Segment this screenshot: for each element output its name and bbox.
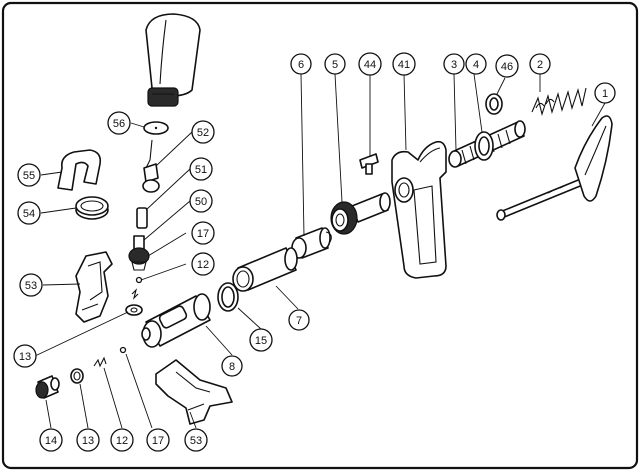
callout-15: 15	[249, 328, 273, 352]
callout-label: 51	[195, 164, 207, 176]
callout-44: 44	[358, 52, 382, 76]
part-bracket-upper	[75, 251, 113, 323]
part-tiny-spring-lower	[93, 356, 107, 368]
callout-12-upper: 12	[191, 252, 215, 276]
callout-label: 7	[296, 315, 302, 327]
callout-50: 50	[189, 189, 213, 213]
callout-52: 52	[191, 120, 215, 144]
callout-label: 13	[19, 351, 31, 363]
callout-14: 14	[39, 428, 63, 452]
callout-17-upper: 17	[191, 221, 215, 245]
part-nozzle-fitting	[35, 375, 60, 399]
callout-label: 56	[113, 118, 125, 130]
callout-46: 46	[495, 54, 519, 78]
callout-label: 46	[501, 61, 513, 73]
callout-label: 53	[25, 280, 37, 292]
callout-label: 44	[364, 59, 376, 71]
callout-label: 6	[298, 59, 304, 71]
callout-label: 41	[398, 59, 410, 71]
callout-56: 56	[107, 111, 131, 135]
part-washer-upper	[125, 304, 143, 316]
callout-label: 15	[255, 335, 267, 347]
part-small-tube	[136, 207, 148, 229]
callout-label: 1	[602, 88, 608, 100]
part-bracket-lower	[155, 359, 233, 425]
callout-label: 14	[45, 435, 57, 447]
callout-label: 8	[229, 361, 235, 373]
callout-label: 5	[332, 59, 338, 71]
part-knurled-nut	[330, 192, 391, 235]
part-ring-band	[75, 196, 109, 220]
callout-3: 3	[443, 53, 465, 75]
callout-12-lower: 12	[110, 428, 134, 452]
callout-label: 4	[473, 59, 479, 71]
part-short-sleeve	[291, 227, 332, 259]
callout-13-lower: 13	[76, 428, 100, 452]
part-washer-lower	[70, 368, 84, 384]
part-screw-44	[359, 153, 379, 175]
part-valve-assembly	[128, 235, 150, 271]
part-tiny-spring-upper	[131, 288, 139, 300]
part-u-clip	[57, 149, 102, 191]
callout-label: 54	[23, 208, 35, 220]
callout-53-lower: 53	[184, 428, 208, 452]
callout-label: 12	[116, 435, 128, 447]
callout-label: 55	[23, 170, 35, 182]
callout-label: 52	[197, 127, 209, 139]
leader-lines	[34, 73, 606, 429]
part-main-body	[141, 293, 211, 348]
callout-2: 2	[529, 53, 551, 75]
callout-7: 7	[288, 309, 310, 331]
part-ball-upper	[135, 276, 143, 284]
part-paint-cup	[145, 13, 201, 107]
part-ball-lower	[119, 346, 127, 354]
part-o-ring	[217, 282, 239, 312]
callout-5: 5	[324, 53, 346, 75]
callout-51: 51	[189, 157, 213, 181]
callout-label: 12	[197, 259, 209, 271]
callout-label: 17	[197, 228, 209, 240]
part-needle-valve	[142, 139, 160, 193]
callout-13-upper: 13	[13, 344, 37, 368]
part-small-ring-46	[485, 93, 503, 115]
callout-label: 53	[190, 435, 202, 447]
callout-4: 4	[465, 53, 487, 75]
part-disc	[143, 121, 169, 135]
callout-label: 17	[152, 435, 164, 447]
part-grip-frame	[391, 140, 447, 279]
callout-label: 2	[537, 59, 543, 71]
part-threaded-cylinder	[448, 120, 526, 168]
callout-1: 1	[594, 82, 616, 104]
callout-41: 41	[392, 52, 416, 76]
callout-label: 3	[451, 59, 457, 71]
callout-55: 55	[17, 163, 41, 187]
part-barrel	[232, 247, 298, 292]
callout-label: 13	[82, 435, 94, 447]
part-plunger-rod	[496, 115, 613, 221]
callout-54: 54	[17, 201, 41, 225]
part-spring	[531, 87, 587, 116]
callout-8: 8	[221, 355, 243, 377]
callout-label: 50	[195, 196, 207, 208]
callout-6: 6	[290, 53, 312, 75]
callout-53-upper: 53	[19, 273, 43, 297]
callout-17-lower: 17	[146, 428, 170, 452]
